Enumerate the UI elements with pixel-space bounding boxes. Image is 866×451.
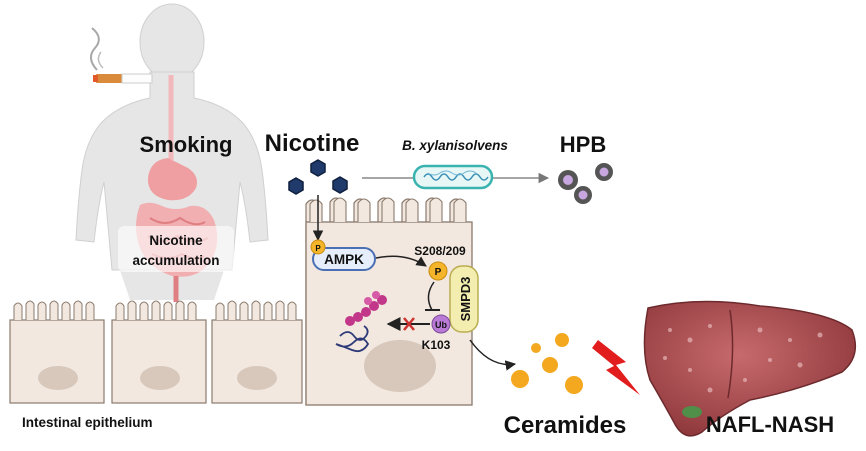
block-x-icon [403, 317, 415, 331]
lysine-site-label: K103 [422, 338, 451, 352]
ceramide-dot [542, 357, 558, 373]
nicotine-accumulation-box: Nicotine accumulation [118, 226, 234, 272]
ceramide-dot [555, 333, 569, 347]
ampk-phospho-label: P [315, 244, 321, 253]
degraded-protein-icon [335, 325, 370, 353]
smpd3-label: SMPD3 [458, 277, 473, 322]
phospho-site-label: S208/209 [414, 244, 466, 258]
smpd3-node: SMPD3 P Ub [428, 261, 479, 334]
cigarette-icon [90, 27, 153, 84]
hpb-particle [595, 163, 613, 181]
hpb-label: HPB [560, 132, 606, 157]
nicotine-label: Nicotine [265, 130, 360, 157]
nicotine-molecules [288, 159, 348, 195]
nicotine-hexagon [332, 176, 348, 194]
lightning-icon [592, 340, 640, 395]
nicotine-hexagon [310, 159, 326, 177]
smpd3-phospho-badge [428, 261, 448, 281]
epithelial-cell-2 [111, 300, 207, 404]
nafl-nash-label: NAFL-NASH [706, 412, 834, 437]
nicotine-hexagon [288, 177, 304, 195]
ceramide-dot [511, 370, 529, 388]
arrow-ampk-to-smpd3 [375, 255, 427, 267]
ubiquitin-chain [345, 291, 387, 326]
hpb-particle [574, 186, 592, 204]
smpd3-phospho-label: P [435, 267, 442, 278]
bacterium-label: B. xylanisolvens [402, 138, 508, 153]
epithelial-cells-row [9, 300, 303, 404]
nicotine-accumulation-line1: Nicotine [149, 233, 203, 248]
ubiquitin-label: Ub [435, 320, 447, 330]
ampk-label: AMPK [324, 252, 364, 267]
hpb-particles [558, 163, 613, 204]
intestinal-epithelium-label: Intestinal epithelium [22, 415, 153, 430]
epithelial-cell-1 [9, 300, 105, 404]
ceramides-label: Ceramides [504, 412, 627, 439]
ceramide-dot [531, 343, 541, 353]
arrow-to-ceramides [469, 339, 517, 371]
ampk-phospho-badge [310, 239, 326, 255]
nicotine-accumulation-line2: accumulation [132, 253, 219, 268]
epithelial-cell-3 [211, 300, 303, 404]
ceramide-dot [565, 376, 583, 394]
highlighted-epithelial-cell [305, 197, 473, 406]
ampk-node: AMPK P [310, 239, 376, 271]
inhibition-curve [427, 281, 435, 311]
liver-icon [643, 300, 857, 437]
hpb-particle [558, 170, 578, 190]
smoking-label: Smoking [140, 132, 233, 157]
ubiquitin-badge [431, 314, 451, 334]
ceramide-dots [511, 333, 583, 394]
bacterium-icon [412, 164, 494, 190]
